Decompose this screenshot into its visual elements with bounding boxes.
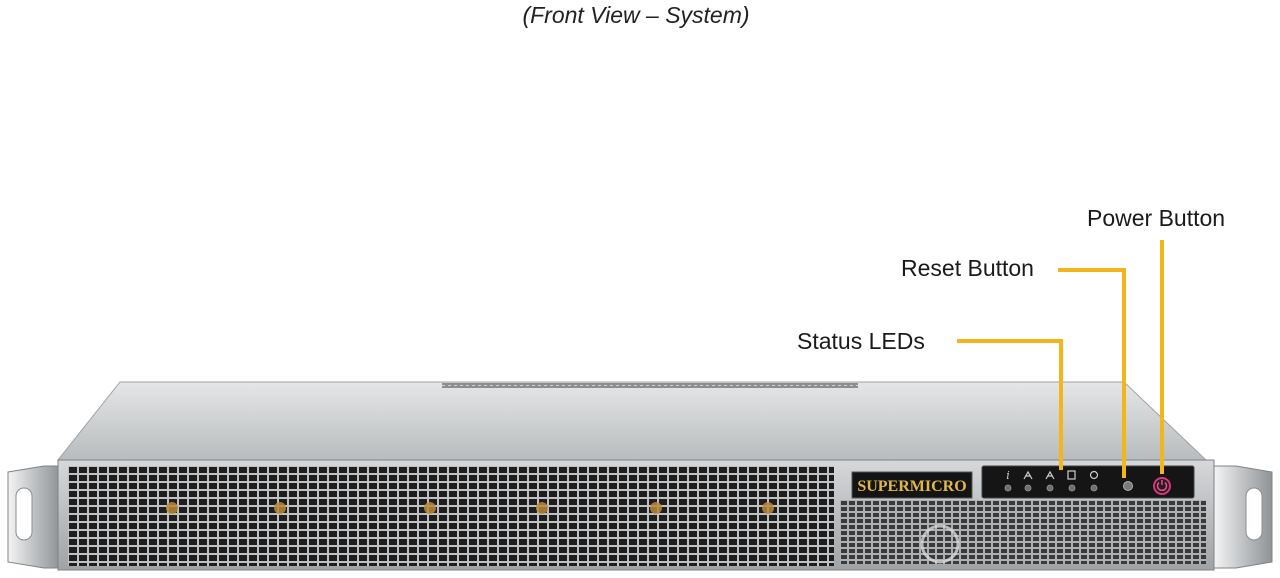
status-leds-label: Status LEDs bbox=[797, 328, 925, 354]
top-vent-strip bbox=[442, 383, 858, 388]
status-led bbox=[1090, 484, 1098, 492]
side-grille bbox=[840, 500, 1206, 564]
hdd-icon bbox=[1067, 470, 1076, 480]
status-leader-line bbox=[957, 339, 1063, 470]
power-button[interactable] bbox=[1153, 477, 1171, 495]
brand-plate bbox=[851, 471, 973, 499]
reset-button-label: Reset Button bbox=[901, 255, 1034, 281]
brand-logo: SUPERMICRO bbox=[857, 478, 966, 495]
status-led bbox=[1004, 484, 1012, 492]
power-button-label: Power Button bbox=[1087, 205, 1226, 231]
figure-caption: (Front View – System) bbox=[522, 2, 750, 28]
network-2-icon bbox=[1045, 470, 1055, 480]
leader-lines bbox=[957, 240, 1164, 478]
power-led-icon bbox=[1089, 470, 1099, 480]
status-led bbox=[1046, 484, 1054, 492]
power-icon bbox=[1156, 480, 1168, 491]
right-rack-ear bbox=[1213, 465, 1273, 569]
control-panel bbox=[981, 465, 1195, 499]
reset-leader-line bbox=[1058, 268, 1126, 478]
fan-hubs bbox=[166, 502, 774, 514]
info-icon: i bbox=[1006, 469, 1010, 482]
status-leds bbox=[1004, 484, 1098, 492]
status-led-icons: i bbox=[1006, 469, 1099, 482]
front-grille bbox=[68, 466, 834, 566]
status-led bbox=[1068, 484, 1076, 492]
chassis-top bbox=[56, 381, 1208, 461]
network-1-icon bbox=[1023, 470, 1033, 480]
status-led bbox=[1024, 484, 1032, 492]
reset-button[interactable] bbox=[1123, 481, 1133, 491]
